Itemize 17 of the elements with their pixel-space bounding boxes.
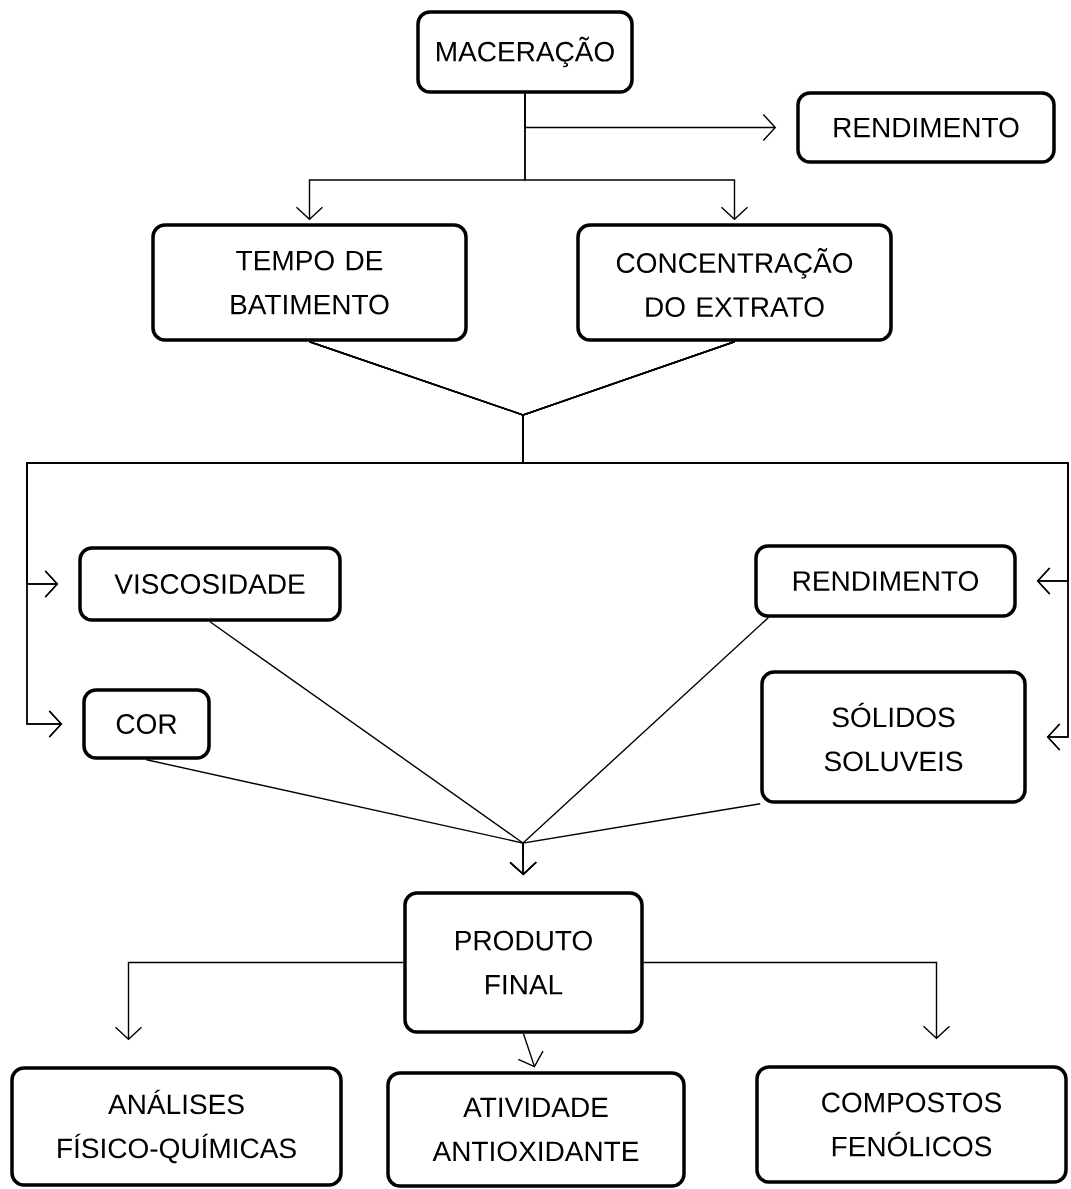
process-box: RENDIMENTO: [754, 544, 1017, 618]
arrow: [643, 961, 951, 1040]
process-box: COMPOSTOS FENÓLICOS: [755, 1065, 1068, 1184]
process-box: COR: [82, 688, 211, 760]
process-box: VISCOSIDADE: [78, 546, 342, 622]
process-box: ANÁLISES FÍSICO-QUÍMICAS: [10, 1066, 343, 1187]
arrow: [114, 961, 404, 1041]
process-box: MACERAÇÃO: [416, 10, 634, 94]
process-box: PRODUTO FINAL: [403, 891, 644, 1034]
process-box: RENDIMENTO: [796, 91, 1056, 164]
process-box: CONCENTRAÇÃO DO EXTRATO: [576, 223, 893, 342]
process-box: ATIVIDADE ANTIOXIDANTE: [386, 1071, 686, 1188]
process-box: SÓLIDOS SOLUVEIS: [760, 670, 1027, 804]
arrow: [522, 341, 1069, 751]
arrow: [509, 803, 761, 876]
arrow: [524, 93, 749, 221]
process-box: TEMPO DE BATIMENTO: [151, 223, 468, 342]
